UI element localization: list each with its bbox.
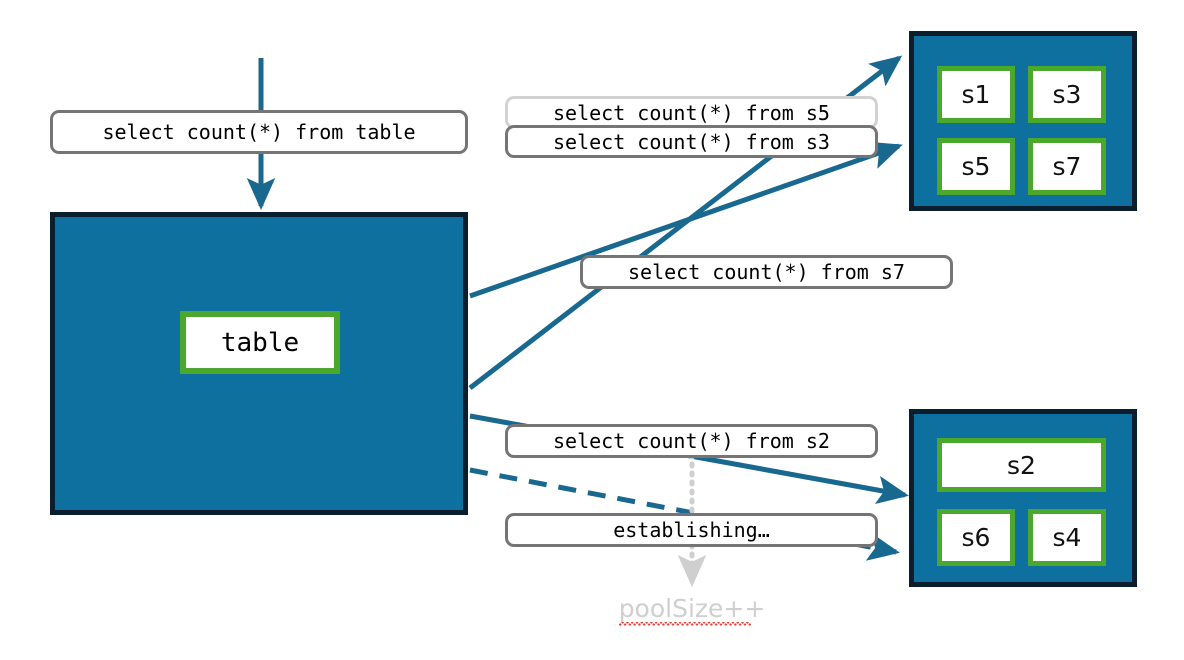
table-node[interactable]: table bbox=[180, 311, 340, 374]
poolsize-annotation-text: poolSize++ bbox=[618, 594, 766, 626]
status-chip-establishing[interactable]: establishing… bbox=[505, 513, 878, 547]
query-chip-s7[interactable]: select count(*) from s7 bbox=[580, 255, 953, 289]
server-node-s3[interactable]: s3 bbox=[1028, 66, 1106, 123]
poolsize-annotation: poolSize++ bbox=[592, 594, 792, 626]
server-node-s2[interactable]: s2 bbox=[937, 438, 1106, 492]
database-container bbox=[50, 212, 468, 515]
query-chip-s3[interactable]: select count(*) from s3 bbox=[505, 125, 878, 158]
query-chip-table[interactable]: select count(*) from table bbox=[50, 110, 468, 154]
server-node-s7[interactable]: s7 bbox=[1028, 138, 1106, 195]
server-node-s1[interactable]: s1 bbox=[937, 66, 1015, 123]
server-node-s4[interactable]: s4 bbox=[1028, 509, 1106, 566]
server-node-s6[interactable]: s6 bbox=[937, 509, 1015, 566]
query-chip-s2[interactable]: select count(*) from s2 bbox=[505, 424, 878, 458]
server-node-s5[interactable]: s5 bbox=[937, 138, 1015, 195]
